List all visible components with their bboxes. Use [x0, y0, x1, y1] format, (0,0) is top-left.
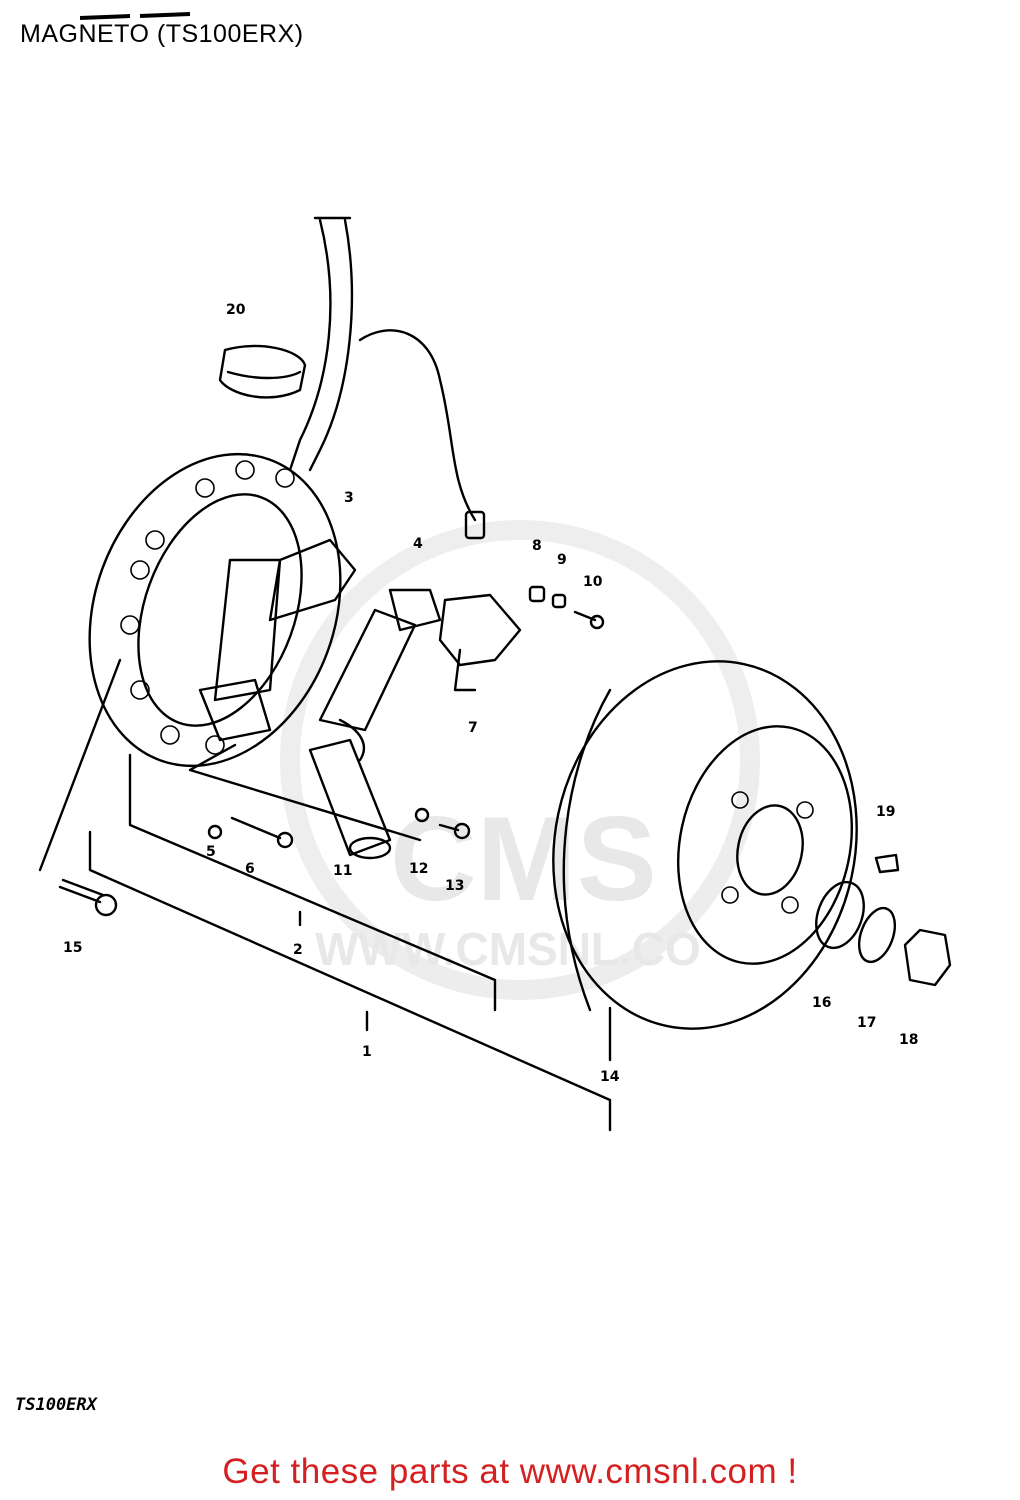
- watermark-brand: CMS: [390, 792, 657, 926]
- model-code: TS100ERX: [15, 1395, 97, 1415]
- callout-14: 14: [600, 1069, 620, 1085]
- scan-smudge: [79, 12, 191, 20]
- callout-13: 13: [445, 878, 464, 894]
- woodruff-key: [874, 853, 900, 874]
- callout-8: 8: [532, 538, 542, 554]
- footer-cta-link[interactable]: Get these parts at www.cmsnl.com !: [222, 1452, 798, 1491]
- callout-5: 5: [206, 844, 216, 860]
- stator-plate: [88, 452, 342, 768]
- callout-10: 10: [583, 574, 603, 590]
- callout-labels: 1 2 3 4 5 6 7 8 9 10 11 12 13 14 15 16 1…: [63, 302, 918, 1085]
- callout-18: 18: [899, 1032, 918, 1048]
- watermark: CMS WWW.CMSNL.CO: [280, 520, 760, 1000]
- rotor-flywheel: [552, 660, 858, 1030]
- exploded-parts-diagram: CMS WWW.CMSNL.CO: [38, 12, 952, 1132]
- leader-lines: [38, 658, 612, 1132]
- callout-16: 16: [812, 995, 831, 1011]
- page-title: MAGNETO (TS100ERX): [20, 20, 304, 48]
- contact-breaker: [438, 593, 522, 692]
- grommet: [218, 344, 307, 399]
- wiring-harness: [288, 216, 486, 540]
- callout-9: 9: [557, 552, 567, 568]
- condenser: [308, 738, 392, 860]
- callout-19: 19: [876, 804, 895, 820]
- callout-17: 17: [857, 1015, 876, 1031]
- washer: [815, 880, 865, 950]
- callout-15: 15: [63, 940, 82, 956]
- nut: [903, 928, 952, 987]
- callout-20: 20: [226, 302, 246, 318]
- callout-6: 6: [245, 861, 255, 877]
- callout-11: 11: [333, 863, 352, 879]
- bolt: [58, 878, 118, 917]
- screws: [207, 807, 471, 849]
- callout-2: 2: [293, 942, 303, 958]
- callout-7: 7: [468, 720, 478, 736]
- lock-washer: [857, 906, 897, 964]
- callout-3: 3: [344, 490, 354, 506]
- callout-1: 1: [362, 1044, 372, 1060]
- lighting-coil: [318, 588, 442, 762]
- callout-4: 4: [413, 536, 423, 552]
- callout-12: 12: [409, 861, 428, 877]
- watermark-url: WWW.CMSNL.CO: [315, 923, 701, 975]
- small-fasteners: [528, 585, 605, 630]
- stator-coil: [198, 538, 357, 742]
